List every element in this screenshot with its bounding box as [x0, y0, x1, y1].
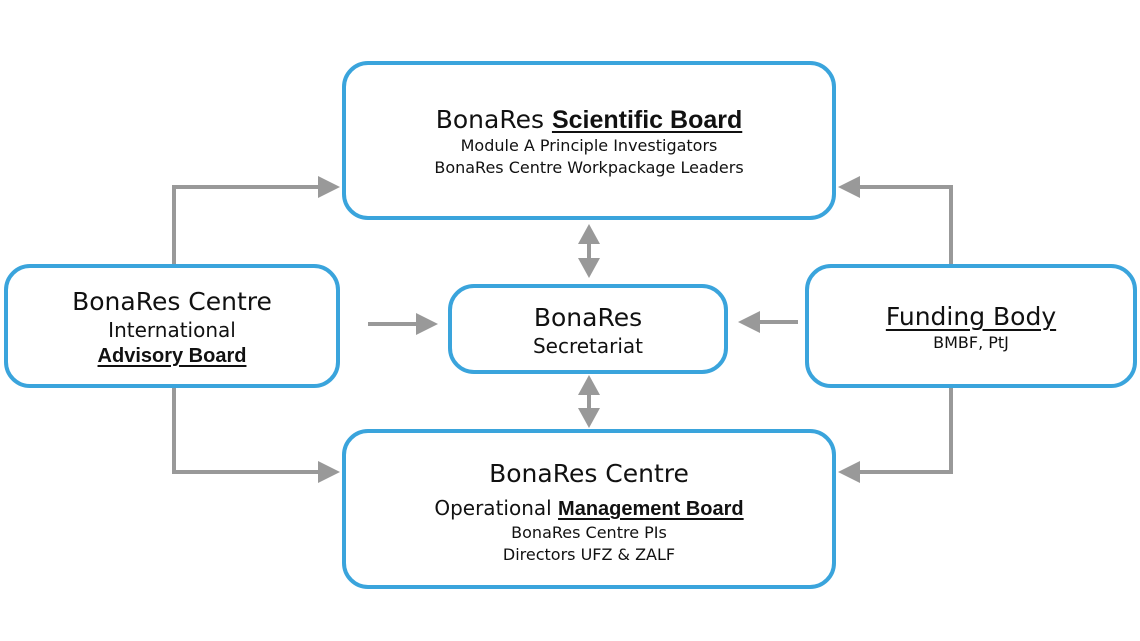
scientific-board-line-1: Module A Principle Investigators [460, 136, 718, 155]
arrow-secretariat-management-bidirectional [578, 375, 600, 428]
funding-body-box: Funding Body BMBF, PtJ [805, 264, 1137, 388]
secretariat-line-2: Secretariat [532, 334, 644, 358]
management-board-line-1: BonaRes Centre [489, 459, 689, 488]
management-board-line-2: BonaRes Centre PIs [511, 523, 667, 542]
scientific-board-prefix: BonaRes [435, 105, 544, 134]
advisory-board-line-2: International [108, 318, 236, 342]
arrow-secretariat-scientific-bidirectional [578, 224, 600, 278]
arrow-advisory-to-scientific [172, 176, 340, 264]
management-board-title: Operational Management Board [346, 495, 832, 522]
management-board-prefix: Operational [434, 496, 552, 520]
management-board-line-3: Directors UFZ & ZALF [502, 545, 676, 564]
arrow-funding-to-scientific [838, 176, 953, 264]
scientific-board-title: BonaRes Scientific Board [346, 105, 832, 135]
advisory-board-box: BonaRes Centre International Advisory Bo… [4, 264, 340, 388]
scientific-board-box: BonaRes Scientific Board Module A Princi… [342, 61, 836, 220]
arrow-advisory-to-secretariat [368, 313, 438, 335]
scientific-board-emphasis: Scientific Board [551, 106, 743, 134]
arrow-funding-to-management [838, 388, 953, 483]
secretariat-line-1: BonaRes [533, 303, 643, 332]
funding-body-title: Funding Body [885, 302, 1057, 331]
funding-body-subtitle: BMBF, PtJ [933, 333, 1009, 352]
advisory-board-line-1: BonaRes Centre [72, 287, 272, 316]
management-board-emphasis: Management Board [558, 498, 744, 520]
secretariat-box: BonaRes Secretariat [448, 284, 728, 374]
scientific-board-line-2: BonaRes Centre Workpackage Leaders [434, 158, 744, 177]
advisory-board-emphasis: Advisory Board [97, 345, 247, 367]
management-board-box: BonaRes Centre Operational Management Bo… [342, 429, 836, 589]
arrow-advisory-to-management [172, 388, 340, 483]
arrow-funding-to-secretariat [738, 311, 798, 333]
